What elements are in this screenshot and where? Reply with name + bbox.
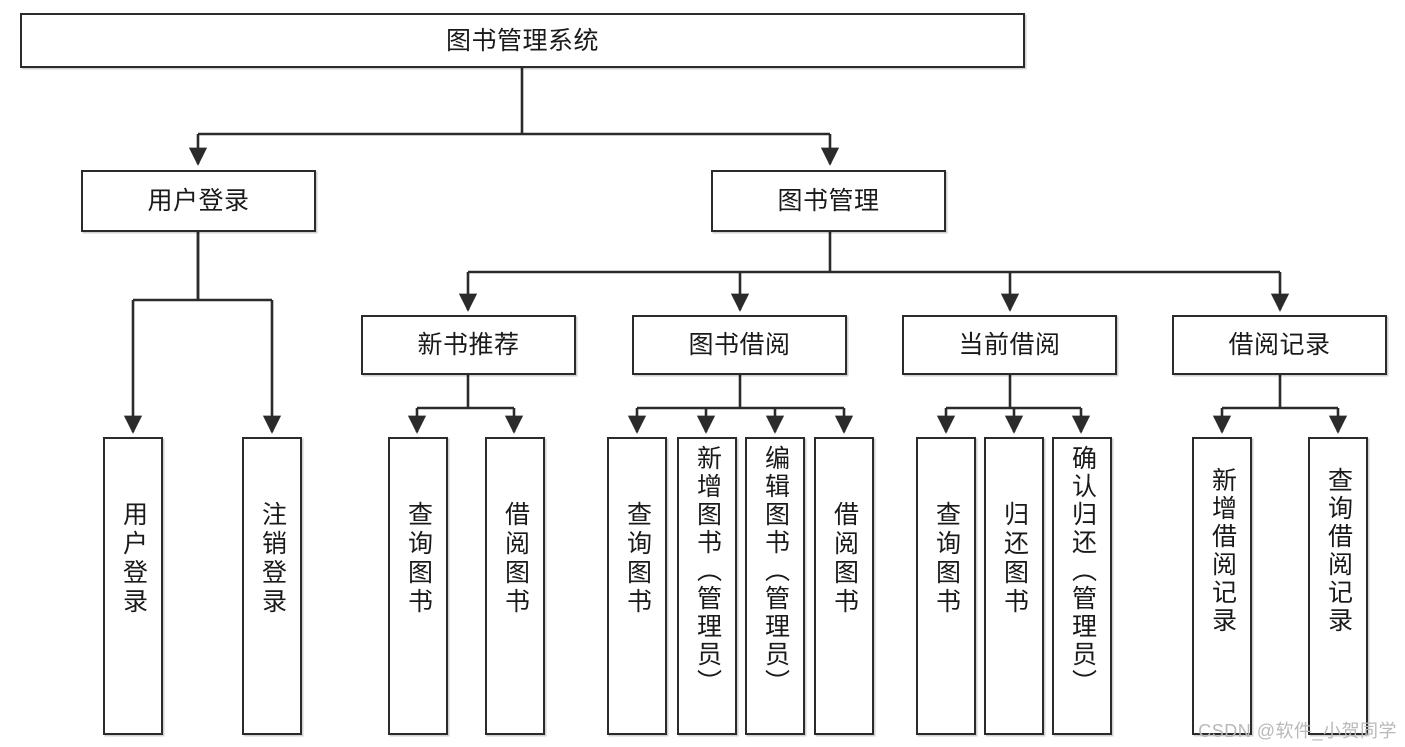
- node-label: 查询借阅记录: [1324, 467, 1353, 635]
- node-current-borrow[interactable]: 当前借阅: [902, 315, 1117, 375]
- leaf-borrow-book[interactable]: 借阅图书: [814, 437, 874, 735]
- node-new-book-recommend[interactable]: 新书推荐: [361, 315, 576, 375]
- leaf-logout[interactable]: 注销登录: [242, 437, 302, 735]
- node-label: 图书管理系统: [445, 26, 599, 55]
- node-label: 归还图书: [1000, 501, 1029, 617]
- node-book-borrow[interactable]: 图书借阅: [632, 315, 847, 375]
- node-root-system[interactable]: 图书管理系统: [20, 13, 1025, 68]
- node-label: 新增借阅记录: [1208, 467, 1237, 635]
- node-label: 新书推荐: [417, 331, 520, 359]
- node-label: 图书管理: [777, 187, 880, 215]
- node-label: 查询图书: [932, 501, 961, 617]
- node-label: 借阅图书: [830, 501, 859, 617]
- node-book-management[interactable]: 图书管理: [711, 170, 946, 232]
- leaf-query-borrow-record[interactable]: 查询借阅记录: [1308, 437, 1368, 735]
- node-label: 借阅图书: [501, 501, 530, 617]
- node-label: 用户登录: [147, 187, 250, 215]
- leaf-query-book-current[interactable]: 查询图书: [916, 437, 976, 735]
- leaf-query-book-new[interactable]: 查询图书: [388, 437, 448, 735]
- node-label: 用户登录: [119, 501, 148, 617]
- leaf-edit-book-admin[interactable]: 编辑图书（管理员）: [745, 437, 805, 735]
- leaf-add-borrow-record[interactable]: 新增借阅记录: [1192, 437, 1252, 735]
- node-borrow-record[interactable]: 借阅记录: [1172, 315, 1387, 375]
- leaf-borrow-book-new[interactable]: 借阅图书: [485, 437, 545, 735]
- node-user-login[interactable]: 用户登录: [81, 170, 316, 232]
- node-label: 编辑图书（管理员）: [761, 445, 790, 697]
- node-label: 借阅记录: [1228, 331, 1331, 359]
- watermark-text: CSDN @软件_小贺同学: [1198, 721, 1397, 741]
- leaf-return-book[interactable]: 归还图书: [984, 437, 1044, 735]
- node-label: 图书借阅: [688, 331, 791, 359]
- leaf-add-book-admin[interactable]: 新增图书（管理员）: [677, 437, 737, 735]
- node-label: 查询图书: [623, 501, 652, 617]
- node-label: 确认归还（管理员）: [1068, 445, 1097, 697]
- node-label: 当前借阅: [958, 331, 1061, 359]
- node-label: 注销登录: [258, 501, 287, 617]
- leaf-query-book-borrow[interactable]: 查询图书: [607, 437, 667, 735]
- leaf-confirm-return-admin[interactable]: 确认归还（管理员）: [1052, 437, 1112, 735]
- node-label: 新增图书（管理员）: [693, 445, 722, 697]
- leaf-user-login[interactable]: 用户登录: [103, 437, 163, 735]
- node-label: 查询图书: [404, 501, 433, 617]
